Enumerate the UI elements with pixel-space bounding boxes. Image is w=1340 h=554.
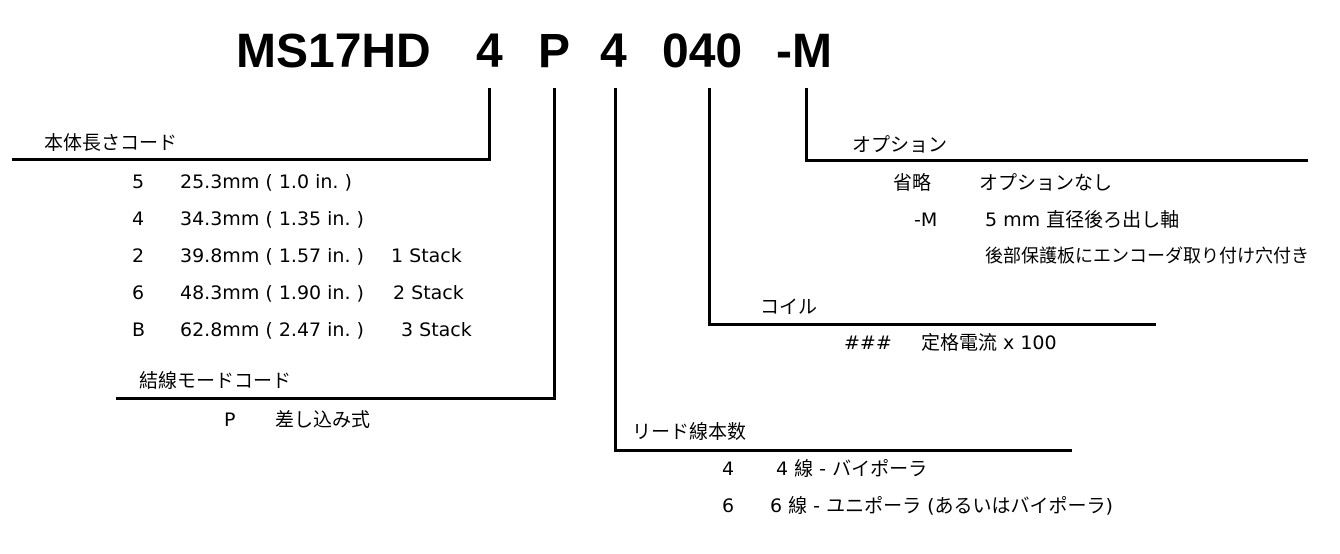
part-number: MS17HD 4 P 4 040 -M bbox=[0, 24, 832, 84]
divider-option bbox=[805, 159, 1308, 162]
coil-desc: 定格電流 x 100 bbox=[921, 332, 1057, 354]
option-code: -M bbox=[914, 209, 938, 231]
wiring-mode-code: P bbox=[224, 409, 236, 431]
body-length-stack: 3 Stack bbox=[401, 319, 472, 341]
wiring-mode-heading: 結線モードコード bbox=[139, 370, 292, 392]
option-desc: 後部保護板にエンコーダ取り付け穴付き bbox=[985, 246, 1309, 267]
divider-coil bbox=[708, 323, 1156, 326]
body-length-code: B bbox=[132, 319, 146, 341]
lead-count-code: 4 bbox=[722, 458, 735, 480]
body-length-code: 2 bbox=[132, 245, 145, 267]
part-lead-code: 4 bbox=[600, 25, 627, 78]
divider-length bbox=[12, 158, 491, 161]
connector-lead bbox=[614, 88, 617, 452]
body-length-code: 6 bbox=[132, 282, 145, 304]
lead-count-heading: リード線本数 bbox=[632, 421, 747, 443]
body-length-size: 34.3mm ( 1.35 in. ) bbox=[180, 208, 364, 230]
option-code: 省略 bbox=[893, 172, 932, 194]
wiring-mode-desc: 差し込み式 bbox=[275, 409, 371, 431]
connector-coil bbox=[708, 88, 711, 326]
option-desc: 5 mm 直径後ろ出し軸 bbox=[985, 209, 1180, 231]
lead-count-desc: 4 線 - バイポーラ bbox=[776, 458, 928, 480]
part-option-code: -M bbox=[776, 25, 832, 78]
body-length-stack: 2 Stack bbox=[393, 282, 464, 304]
coil-code: ### bbox=[844, 332, 892, 354]
body-length-size: 25.3mm ( 1.0 in. ) bbox=[180, 171, 352, 193]
connector-length bbox=[488, 88, 491, 161]
body-length-heading: 本体長さコード bbox=[44, 132, 178, 154]
connector-wiring bbox=[553, 88, 556, 400]
lead-count-desc: 6 線 - ユニポーラ (あるいはバイポーラ) bbox=[770, 495, 1113, 517]
part-series: MS17HD bbox=[236, 25, 431, 78]
option-heading: オプション bbox=[852, 134, 948, 156]
part-length-code: 4 bbox=[476, 25, 503, 78]
body-length-size: 39.8mm ( 1.57 in. ) bbox=[180, 245, 364, 267]
divider-lead bbox=[614, 449, 1072, 452]
part-wiring-code: P bbox=[538, 25, 571, 78]
lead-count-code: 6 bbox=[722, 495, 735, 517]
body-length-stack: 1 Stack bbox=[391, 245, 462, 267]
divider-wiring bbox=[116, 397, 556, 400]
connector-option bbox=[805, 88, 808, 162]
part-coil-code: 040 bbox=[662, 25, 743, 78]
body-length-code: 4 bbox=[132, 208, 145, 230]
option-desc: オプションなし bbox=[979, 172, 1113, 194]
body-length-size: 62.8mm ( 2.47 in. ) bbox=[180, 319, 364, 341]
body-length-code: 5 bbox=[132, 171, 145, 193]
coil-heading: コイル bbox=[760, 296, 818, 318]
body-length-size: 48.3mm ( 1.90 in. ) bbox=[180, 282, 364, 304]
